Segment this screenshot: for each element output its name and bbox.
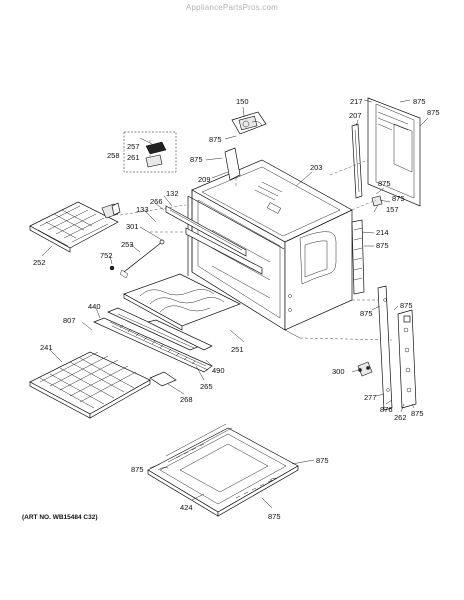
leader-lines [41, 99, 429, 509]
assembly-lines [119, 140, 393, 341]
callout-209: 209 [198, 175, 211, 184]
callout-252: 252 [33, 258, 46, 267]
bottom-panel-424 [147, 423, 299, 517]
callout-301: 301 [126, 222, 139, 231]
callout-268: 268 [180, 395, 193, 404]
side-duct-214 [351, 219, 365, 295]
callout-265: 265 [200, 382, 213, 391]
callout-875-top1: 875 [413, 97, 426, 106]
callout-875-f: 875 [400, 301, 413, 310]
callout-424: 424 [180, 503, 193, 512]
callout-875-i: 875 [131, 465, 144, 474]
callout-labels: 150 217 875 875 207 257 261 258 875 875 … [33, 97, 440, 521]
callout-300: 300 [332, 367, 345, 376]
callout-253: 253 [121, 240, 134, 249]
callout-440: 440 [88, 302, 101, 311]
callout-261: 261 [127, 153, 140, 162]
callout-875-e: 875 [376, 241, 389, 250]
callout-876: 876 [380, 405, 393, 414]
callout-214: 214 [376, 228, 389, 237]
callout-132: 132 [166, 189, 179, 198]
broil-element-252 [29, 201, 121, 253]
callout-490: 490 [212, 366, 225, 375]
callout-262: 262 [394, 413, 407, 422]
side-trim-207 [351, 123, 363, 199]
callout-875-k: 875 [268, 512, 281, 521]
bracket-157 [371, 195, 383, 207]
rear-panel-217 [367, 97, 421, 207]
callout-217: 217 [350, 97, 363, 106]
callout-133: 133 [136, 205, 149, 214]
callout-875-c: 875 [378, 179, 391, 188]
callout-203: 203 [310, 163, 323, 172]
callout-875-d: 875 [392, 194, 405, 203]
sensor-rod-253 [119, 239, 165, 279]
top-bracket [224, 111, 267, 181]
front-trim-132 [165, 205, 263, 275]
callout-875-b: 875 [190, 155, 203, 164]
art-number: (ART NO. WB15484 C32) [22, 514, 98, 521]
callout-875-h: 875 [411, 409, 424, 418]
callout-752: 752 [100, 251, 113, 260]
bake-element-251 [123, 273, 241, 331]
callout-258: 258 [107, 151, 120, 160]
callout-807: 807 [63, 316, 76, 325]
watermark: AppliancePartsPros.com [186, 3, 278, 12]
callout-207: 207 [349, 111, 362, 120]
callout-266: 266 [150, 197, 163, 206]
callout-150: 150 [236, 97, 249, 106]
callout-875-j: 875 [316, 456, 329, 465]
callout-257: 257 [127, 142, 140, 151]
front-frame-strips [357, 285, 417, 411]
callout-241: 241 [40, 343, 53, 352]
callout-277: 277 [364, 393, 377, 402]
callout-251: 251 [231, 345, 244, 354]
oven-cavity [187, 159, 353, 339]
callout-875-g: 875 [360, 309, 373, 318]
callout-875-top2: 875 [427, 108, 440, 117]
callout-875-a: 875 [209, 135, 222, 144]
control-module-box-258 [123, 131, 177, 173]
oven-rack-241 [29, 351, 151, 419]
screw-752 [109, 265, 115, 271]
callout-157: 157 [386, 205, 399, 214]
trim-strip-490 [146, 319, 213, 351]
rack-slide-268 [149, 371, 177, 387]
